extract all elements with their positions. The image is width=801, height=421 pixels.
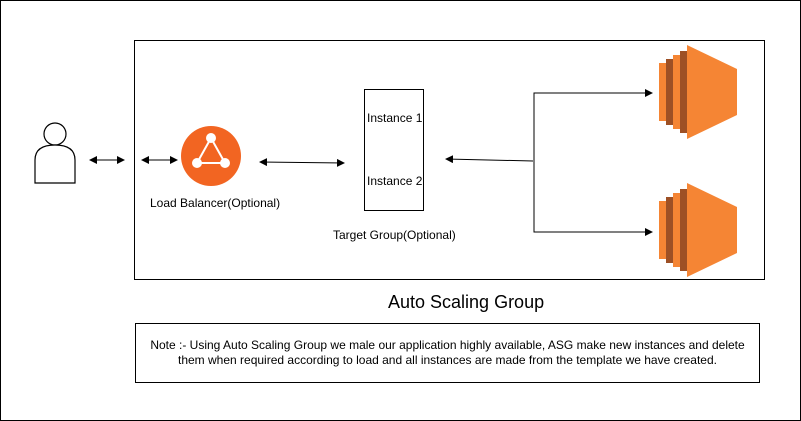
load-balancer-icon xyxy=(181,126,241,186)
note-text: Note :- Using Auto Scaling Group we male… xyxy=(150,338,745,367)
lb-target-arrow xyxy=(259,158,345,167)
load-balancer-label: Load Balancer(Optional) xyxy=(150,196,281,210)
instance-2-label: Instance 2 xyxy=(367,174,423,188)
target-group-box xyxy=(364,89,424,211)
user-icon xyxy=(34,122,76,184)
instances-branch-connector xyxy=(533,92,652,233)
auto-scaling-group-title: Auto Scaling Group xyxy=(388,292,545,312)
target-group-label: Target Group(Optional) xyxy=(333,228,456,242)
instances-to-target-arrow xyxy=(445,155,534,164)
ec2-instance-icon xyxy=(659,45,737,139)
instance-1-label: Instance 1 xyxy=(367,111,423,125)
note-box: Note :- Using Auto Scaling Group we male… xyxy=(135,323,760,383)
ec2-instance-icon xyxy=(659,183,737,277)
